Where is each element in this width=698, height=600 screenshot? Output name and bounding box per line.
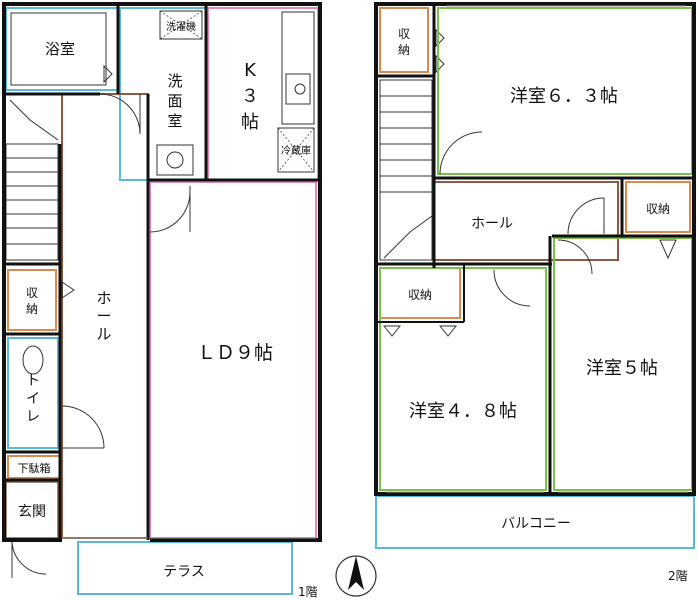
- caption-floor-2: 2階: [668, 568, 688, 583]
- label-western-5: 洋室５帖: [586, 358, 658, 379]
- svg-text:ト: ト: [26, 373, 40, 389]
- closet-1f-area: [7, 269, 57, 331]
- label-kitchen: K ３ 帖: [241, 60, 259, 133]
- label-closet-2f-b: 収納: [646, 202, 670, 216]
- label-entrance: 玄関: [18, 503, 46, 520]
- svg-text:レ: レ: [26, 409, 40, 425]
- label-bath: 浴室: [45, 40, 75, 58]
- floor-2: [374, 2, 696, 549]
- closet-2f-a-area: [379, 7, 429, 73]
- toilet-area: [7, 337, 59, 449]
- svg-text:帖: 帖: [241, 112, 259, 133]
- svg-text:K: K: [244, 60, 257, 81]
- svg-text:イ: イ: [26, 391, 40, 407]
- label-washroom: 洗面室: [167, 72, 182, 130]
- svg-text:室: 室: [167, 112, 182, 130]
- label-hall-1f: ホール: [96, 289, 111, 343]
- svg-text:収: 収: [26, 286, 38, 300]
- label-closet-1f: 収納: [26, 286, 38, 316]
- svg-text:洗: 洗: [167, 72, 182, 90]
- svg-text:収: 収: [398, 27, 410, 41]
- label-closet-2f-a: 収納: [398, 27, 410, 57]
- label-western-48: 洋室４．８帖: [409, 401, 517, 422]
- label-terrace: テラス: [163, 564, 205, 580]
- washer-box: [159, 10, 203, 40]
- label-closet-2f-c: 収納: [408, 288, 432, 302]
- fridge-box: [277, 127, 315, 173]
- label-balcony: バルコニー: [501, 516, 571, 532]
- label-ld: ＬＤ９帖: [197, 342, 273, 364]
- stairs-2f: [379, 79, 433, 261]
- north-arrow-icon: [335, 555, 377, 597]
- svg-text:納: 納: [26, 302, 38, 316]
- closet-2f-b-area: [625, 181, 691, 233]
- caption-floor-1: 1階: [298, 584, 318, 599]
- svg-text:ー: ー: [96, 307, 111, 325]
- label-washer: 洗濯機: [166, 20, 196, 33]
- label-fridge: 冷蔵庫: [281, 144, 311, 157]
- label-shoebox: 下駄箱: [18, 461, 51, 475]
- label-hall-2f: ホール: [471, 216, 513, 232]
- svg-text:面: 面: [167, 92, 182, 110]
- svg-text:ホ: ホ: [96, 289, 111, 307]
- hall-2f-area: [433, 181, 619, 261]
- label-toilet: トイレ: [26, 373, 40, 425]
- stairs-1f: [5, 99, 59, 261]
- svg-text:納: 納: [398, 43, 410, 57]
- floor-1: [2, 2, 322, 595]
- svg-text:３: ３: [241, 86, 259, 107]
- label-western-63: 洋室６．３帖: [510, 86, 618, 107]
- svg-text:ル: ル: [96, 325, 111, 343]
